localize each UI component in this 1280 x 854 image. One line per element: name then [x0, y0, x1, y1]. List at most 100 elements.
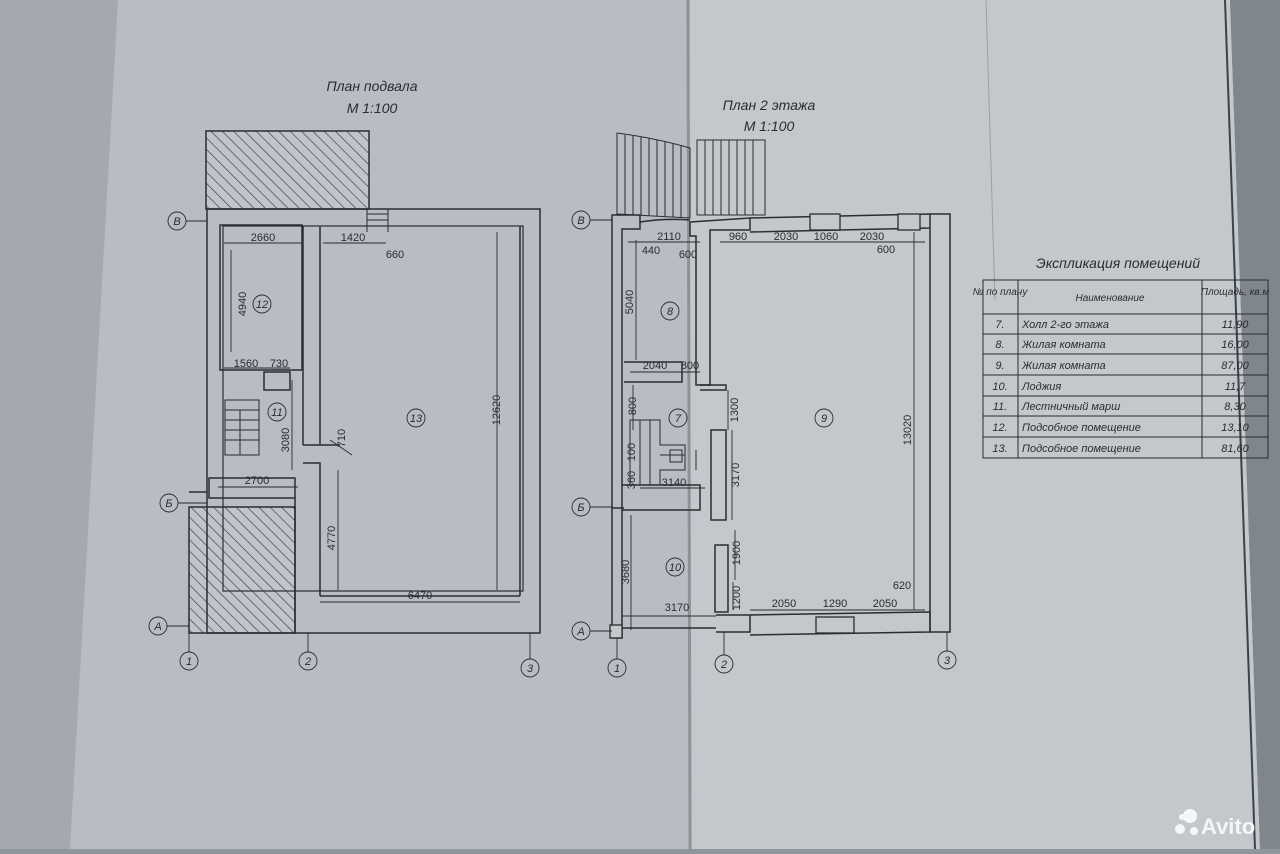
- header-number: № по плану: [973, 287, 1029, 298]
- avito-watermark: Avito: [1175, 809, 1255, 839]
- basement-plan: План подвала М 1:100: [148, 78, 541, 678]
- paper-sheet-left: [70, 0, 690, 849]
- room-number: 12: [256, 299, 268, 311]
- floor2-title: План 2 этажа: [723, 97, 816, 113]
- axis-label: В: [173, 216, 180, 228]
- row-number: 9.: [995, 360, 1004, 372]
- room-number: 9: [821, 413, 827, 425]
- row-name: Лоджия: [1021, 381, 1061, 393]
- row-number: 11.: [993, 401, 1007, 413]
- row-number: 8.: [995, 339, 1004, 351]
- row-name: Лестничный марш: [1021, 401, 1120, 413]
- dim-label: 2040: [643, 360, 667, 372]
- dim-label: 3080: [280, 428, 292, 452]
- header-name: Наименование: [1075, 293, 1144, 304]
- table-row: 12. Подсобное помещение 13,10: [992, 422, 1249, 434]
- page-fold: [686, 0, 692, 850]
- basement-room-markers: 12 11 13: [252, 294, 426, 428]
- axis-label: 1: [186, 656, 192, 668]
- axis-label: 3: [527, 663, 534, 675]
- row-area: 81,60: [1221, 443, 1249, 455]
- basement-dims: 2660 1420 660 4940 1560 730 3080 710 126…: [234, 232, 503, 602]
- room-number: 10: [669, 562, 682, 574]
- dim-label: 3140: [662, 477, 686, 489]
- row-number: 10.: [992, 381, 1007, 393]
- dim-label: 800: [681, 360, 699, 372]
- row-name: Холл 2-го этажа: [1021, 319, 1109, 331]
- dim-label: 440: [642, 245, 660, 257]
- dim-label: 13020: [902, 415, 914, 446]
- avito-logo-icon: [1175, 809, 1198, 835]
- floor2-dims: 2110 440 600 960 2030 1060 2030 600 5040…: [620, 231, 914, 614]
- axis-label: 2: [304, 656, 311, 668]
- row-area: 11,90: [1222, 319, 1250, 331]
- dim-label: 12620: [491, 395, 503, 426]
- paper-sheet-right: [688, 0, 1260, 849]
- hatched-area-bottom: [188, 506, 296, 634]
- dim-label: 600: [877, 244, 895, 256]
- explication-table: Экспликация помещений № по плану Наимено…: [973, 255, 1270, 459]
- row-name: Подсобное помещение: [1022, 443, 1141, 455]
- axis-label: 1: [614, 663, 620, 675]
- table-row: 13. Подсобное помещение 81,60: [992, 443, 1249, 455]
- row-number: 13.: [992, 443, 1007, 455]
- basement-walls: [189, 208, 541, 634]
- table-row: 9. Жилая комната 87,00: [995, 360, 1249, 372]
- dim-label: 1060: [814, 231, 838, 243]
- row-number: 12.: [992, 422, 1007, 434]
- dim-label: 2050: [772, 598, 796, 610]
- dim-label: 5040: [624, 290, 636, 314]
- dim-label: 2700: [245, 475, 269, 487]
- dim-label: 710: [336, 429, 348, 447]
- dim-label: 800: [627, 397, 639, 415]
- table-row: 10. Лоджия 11,7: [992, 381, 1246, 393]
- basement-stair: [224, 209, 389, 456]
- dim-label: 3170: [730, 463, 742, 487]
- dim-label: 1900: [731, 541, 743, 565]
- basement-dim-lines: [218, 232, 520, 603]
- row-name: Подсобное помещение: [1022, 422, 1141, 434]
- table-row: 11. Лестничный марш 8,30: [993, 401, 1247, 413]
- dim-label: 660: [386, 249, 404, 261]
- row-area: 11,7: [1225, 381, 1246, 393]
- dim-label: 2110: [657, 231, 681, 243]
- floor2-canopy: [616, 132, 766, 219]
- row-area: 8,30: [1224, 401, 1246, 413]
- explication-title: Экспликация помещений: [1036, 255, 1200, 271]
- room-number: 11: [271, 407, 282, 419]
- floor2-plan: План 2 этажа М 1:100: [571, 97, 957, 678]
- axis-label: 2: [720, 659, 727, 671]
- row-name: Жилая комната: [1021, 339, 1106, 351]
- dim-label: 620: [893, 580, 911, 592]
- axis-label: Б: [165, 498, 172, 510]
- basement-axis-markers: [148, 211, 540, 678]
- floor2-scale: М 1:100: [744, 118, 795, 134]
- row-area: 87,00: [1221, 360, 1249, 372]
- dim-label: 1420: [341, 232, 365, 244]
- axis-label: Б: [577, 502, 584, 514]
- dim-label: 730: [270, 358, 288, 370]
- dim-label: 4940: [237, 292, 249, 316]
- dim-label: 1200: [731, 586, 743, 610]
- dim-label: 600: [679, 249, 697, 261]
- axis-label: 3: [944, 655, 951, 667]
- dim-label: 1300: [729, 398, 741, 422]
- avito-wordmark: Avito: [1201, 814, 1255, 839]
- floor2-axis-markers: [571, 210, 957, 678]
- row-area: 16,00: [1221, 339, 1249, 351]
- dim-label: 100: [626, 443, 638, 461]
- dim-label: 1290: [823, 598, 847, 610]
- dim-label: 6470: [408, 590, 432, 602]
- header-area: Площадь, кв.м: [1201, 287, 1270, 298]
- dim-label: 3170: [665, 602, 689, 614]
- table-row: 7. Холл 2-го этажа 11,90: [995, 319, 1249, 331]
- dim-label: 2030: [774, 231, 798, 243]
- dim-label: 2030: [860, 231, 884, 243]
- dim-label: 960: [729, 231, 747, 243]
- room-number: 7: [675, 413, 682, 425]
- basement-title: План подвала: [327, 78, 418, 94]
- room-number: 8: [667, 306, 674, 318]
- crease: [985, 0, 996, 301]
